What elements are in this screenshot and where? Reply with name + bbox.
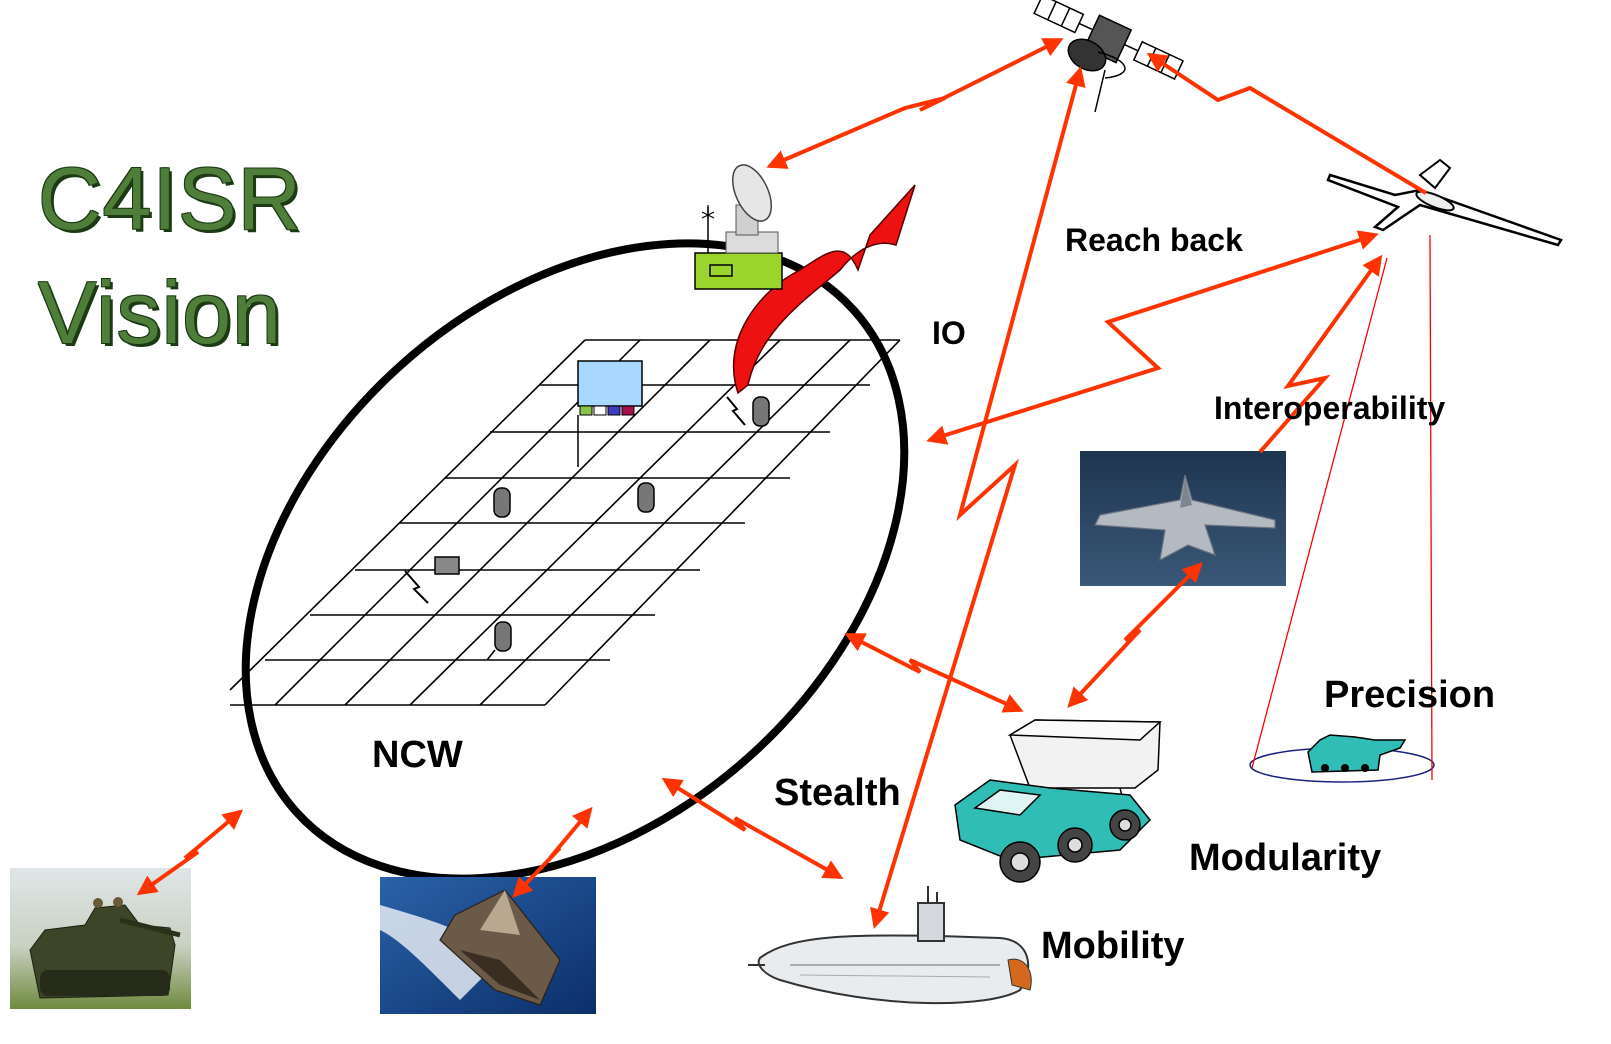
page-title-line-1: C4ISR (38, 149, 303, 248)
label-mobility: Mobility (1041, 925, 1185, 967)
grid-nodes (404, 360, 770, 661)
command-post-icon (577, 360, 643, 467)
link-jet-uav (1258, 254, 1383, 454)
submarine-icon (748, 886, 1032, 1005)
fighter-jet-icon (1080, 451, 1286, 586)
sensor-node-icon (493, 396, 770, 652)
ncw-ellipse (241, 239, 909, 883)
ncw-grid (229, 339, 901, 706)
label-precision: Precision (1324, 674, 1496, 716)
link-uav-satellite (1146, 52, 1428, 195)
label-interoperability: Interoperability (1214, 390, 1446, 426)
comm-links (136, 38, 1428, 929)
link-ncw-vehicle (844, 633, 1024, 713)
label-stealth: Stealth (774, 772, 901, 814)
armored-vehicle-icon (954, 719, 1162, 883)
link-ncw-tank (136, 809, 244, 896)
label-io: IO (932, 315, 966, 351)
label-modularity: Modularity (1189, 837, 1382, 879)
label-ncw: NCW (372, 734, 463, 776)
tank-icon (10, 868, 191, 1009)
radio-node-icon (404, 556, 460, 604)
link-ncw-submarine (661, 777, 844, 879)
link-station-satellite (766, 38, 1064, 169)
link-vehicle-jet (1067, 562, 1203, 708)
page-title-line-2: Vision (38, 263, 283, 362)
artillery-icon (1249, 734, 1435, 783)
uav-icon (1326, 158, 1563, 247)
ground-station-icon (694, 164, 783, 290)
stealth-boat-icon (380, 877, 596, 1014)
label-reach-back: Reach back (1065, 222, 1243, 258)
satellite-icon (1033, 0, 1185, 113)
link-ncw-boat (512, 806, 593, 898)
